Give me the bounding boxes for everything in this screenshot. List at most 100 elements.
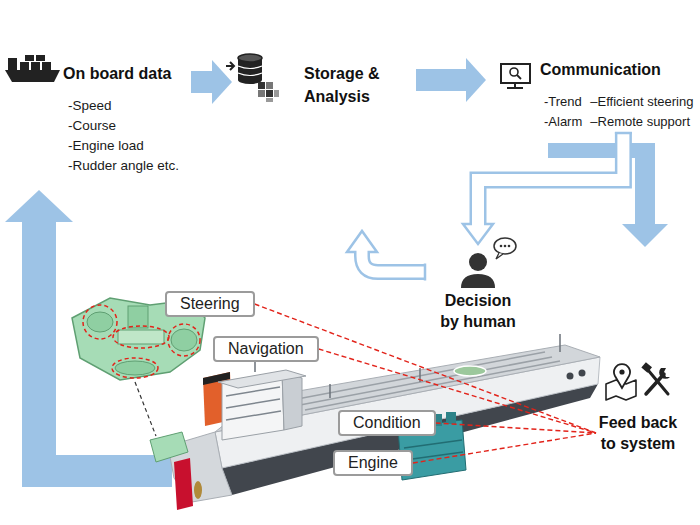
steering-gear-detail — [115, 361, 155, 375]
list-item: –Efficient steering — [590, 92, 693, 112]
callout-label: Condition — [353, 413, 421, 433]
steering-gear-detail — [87, 312, 113, 332]
process-stage: Communication -Trend –Efficient steering -A… — [486, 60, 693, 132]
tanker-ship — [404, 440, 463, 460]
ship-icon — [20, 62, 29, 70]
monitor-icon — [514, 83, 516, 87]
node-label: Feed back to system — [596, 412, 680, 454]
steering-gear-detail — [112, 358, 158, 378]
loop-arrow — [424, 264, 427, 281]
flow-arrow — [463, 132, 632, 244]
flow-arrow — [191, 60, 232, 104]
database-icon — [238, 54, 262, 62]
database-icon — [274, 90, 279, 97]
monitor-icon — [507, 87, 523, 89]
item-list: -Speed-Course-Engine load-Rudder angle e… — [63, 96, 191, 176]
steering-gear-detail — [72, 298, 205, 436]
text-node: Decision by human — [436, 244, 520, 332]
tools-icon — [648, 370, 668, 394]
loop-arrow — [362, 249, 425, 272]
callout-box: Engine — [333, 450, 413, 476]
steering-gear-detail — [83, 305, 117, 339]
tanker-ship — [446, 412, 456, 424]
person-icon — [500, 245, 503, 248]
arrow-head — [466, 58, 486, 102]
arrow-shaft — [416, 69, 467, 91]
flow-arrow — [548, 143, 668, 247]
steering-gear-detail — [128, 306, 148, 328]
ship-icon — [8, 58, 17, 70]
dashed-line — [436, 423, 596, 433]
person-icon — [496, 253, 503, 259]
steering-gear-detail — [171, 329, 197, 351]
ship-icon — [42, 62, 51, 70]
leader-line — [319, 349, 596, 433]
steering-gear-detail — [118, 330, 164, 344]
arrow-shaft — [191, 71, 213, 93]
map-icon — [614, 364, 630, 388]
loop-arrow — [362, 250, 425, 272]
tanker-ship — [150, 432, 188, 462]
database-icon — [266, 98, 273, 102]
ship-icon — [5, 55, 60, 82]
person-icon — [494, 238, 516, 254]
database-icon — [258, 82, 265, 89]
tools-icon — [659, 368, 670, 379]
database-icon — [226, 62, 234, 70]
steering-gear-detail — [135, 382, 156, 436]
leader-line — [436, 423, 596, 433]
tools-icon — [641, 362, 652, 373]
item-list: -Trend –Efficient steering -Alarm –Remote s… — [540, 92, 693, 132]
person-icon — [469, 253, 487, 271]
database-icon — [266, 82, 273, 89]
callout-label: Steering — [180, 294, 240, 314]
database-icon — [238, 66, 262, 76]
person-icon — [461, 238, 516, 288]
tanker-ship — [567, 373, 574, 380]
loop-arrow — [347, 231, 377, 252]
node-label: Decision by human — [436, 290, 520, 332]
list-item: –Remote support — [590, 112, 693, 132]
ship-icon — [31, 62, 40, 70]
stage-heading: Storage & Analysis — [304, 62, 392, 108]
monitor-icon — [501, 64, 530, 88]
tanker-ship — [454, 366, 486, 376]
tanker-ship — [194, 481, 202, 499]
list-item: -Engine load — [68, 136, 191, 156]
list-item: -Trend — [544, 92, 582, 112]
map-icon — [619, 369, 624, 374]
list-item: -Rudder angle etc. — [68, 156, 191, 176]
callout-label: Engine — [348, 453, 398, 473]
list-item: -Speed — [68, 96, 191, 116]
tanker-ship — [282, 372, 302, 430]
tools-icon — [641, 362, 670, 394]
database-icon — [258, 90, 265, 97]
leader-line — [413, 433, 596, 463]
arrow-cap — [615, 132, 632, 135]
monitor-icon — [501, 64, 530, 83]
process-stage: On board data -Speed-Course-Engine load-R… — [63, 64, 191, 176]
flow-arrow — [416, 58, 486, 102]
ship-icon — [36, 55, 45, 61]
tanker-ship — [579, 370, 586, 377]
tanker-ship — [218, 370, 306, 388]
steering-gear-detail — [168, 324, 200, 356]
process-stage: Storage & Analysis — [232, 62, 416, 108]
list-item: -Alarm — [544, 112, 582, 132]
database-icon — [266, 90, 273, 97]
callout-label: Navigation — [228, 339, 304, 359]
stage-heading: Communication — [540, 60, 693, 80]
flow-arrow — [548, 143, 668, 247]
loop-arrow — [347, 231, 425, 281]
monitor-icon — [517, 75, 521, 79]
monitor-icon — [510, 68, 518, 76]
person-icon — [508, 245, 511, 248]
tanker-ship — [150, 334, 600, 510]
stage-heading: On board data — [63, 64, 191, 84]
database-icon — [226, 54, 279, 102]
tanker-ship — [226, 387, 281, 420]
ship-icon — [25, 55, 34, 61]
person-icon — [461, 274, 495, 288]
dashed-line — [413, 433, 596, 463]
